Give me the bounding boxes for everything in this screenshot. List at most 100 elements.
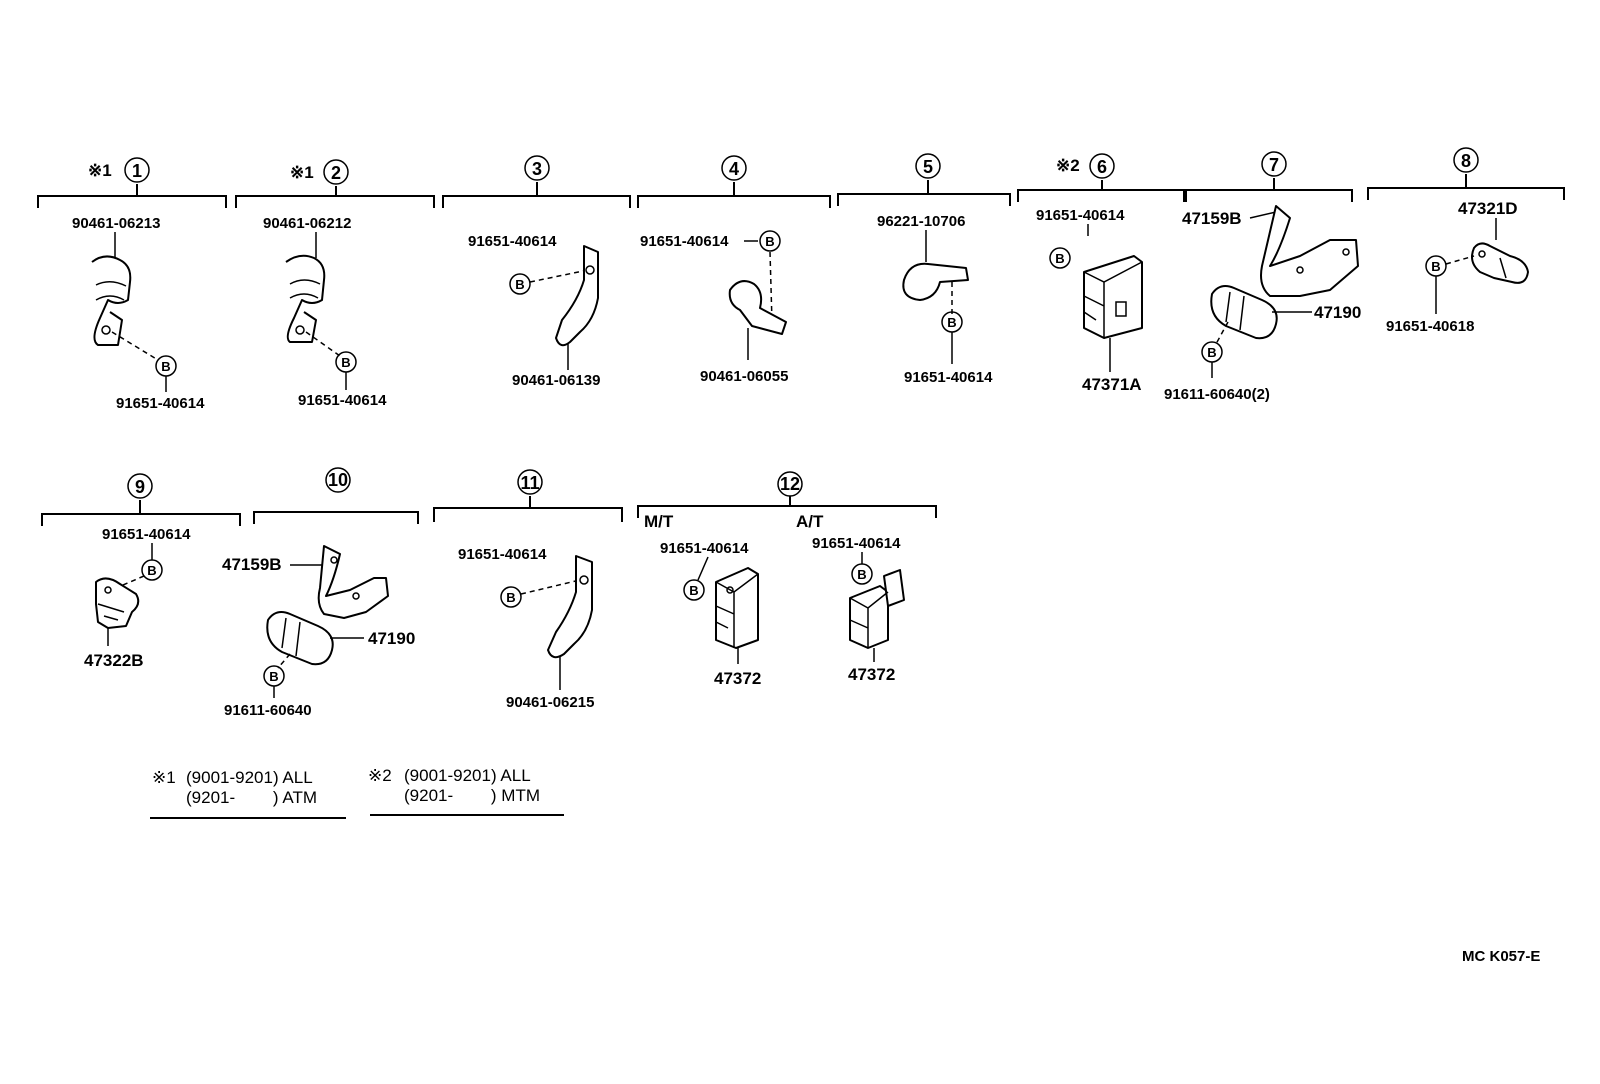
group-11-dash bbox=[520, 579, 581, 595]
group-7-part-c: 91611-60640(2) bbox=[1164, 386, 1270, 403]
bolt-hole-icon bbox=[104, 586, 112, 594]
group-10-number: 10 bbox=[328, 470, 348, 490]
group-8-bracket bbox=[1367, 174, 1565, 200]
group-9-part-a: 91651-40614 bbox=[102, 526, 191, 543]
group-2-part-a: 90461-06212 bbox=[263, 215, 351, 232]
group-1: ※1 1 90461-06213 B 91651-40614 bbox=[37, 157, 227, 412]
bracket-clamp-icon bbox=[547, 555, 593, 659]
bolt-mark: B bbox=[1431, 259, 1440, 274]
group-9-part-b: 47322B bbox=[84, 651, 144, 670]
group-3-number: 3 bbox=[532, 159, 542, 179]
group-4-number-circle bbox=[721, 155, 747, 181]
group-4-dash bbox=[769, 251, 773, 323]
proportioning-valve-icon bbox=[1210, 285, 1278, 340]
group-9-bracket bbox=[41, 500, 241, 526]
bolt-mark-circle bbox=[851, 563, 873, 585]
note-2-line2: (9201- ) MTM bbox=[404, 786, 540, 805]
clip-detail bbox=[1499, 257, 1507, 279]
group-6-part-b: 47371A bbox=[1082, 375, 1142, 394]
group-2-dash bbox=[305, 331, 341, 357]
group-10-part-b: 47190 bbox=[368, 629, 415, 648]
group-6-number: 6 bbox=[1097, 157, 1107, 177]
bolt-mark: B bbox=[269, 669, 278, 684]
bolt-mark: B bbox=[1207, 345, 1216, 360]
connector-bracket-detail bbox=[97, 603, 125, 621]
valve-bracket-icon bbox=[1260, 205, 1359, 297]
group-7-number: 7 bbox=[1269, 155, 1279, 175]
group-8-part-b: 91651-40618 bbox=[1386, 318, 1474, 335]
connector-bracket-icon bbox=[849, 585, 889, 649]
connector-bracket-icon bbox=[1083, 255, 1143, 339]
group-12-part-d: 47372 bbox=[848, 665, 895, 684]
bolt-mark: B bbox=[857, 567, 866, 582]
bolt-hole-icon bbox=[352, 592, 360, 600]
group-9: 9 91651-40614 B 47322B bbox=[41, 473, 241, 670]
group-10-part-c: 91611-60640 bbox=[224, 702, 312, 719]
valve-detail bbox=[281, 617, 301, 657]
bolt-hole-icon bbox=[1342, 248, 1350, 256]
group-8-number-circle bbox=[1453, 147, 1479, 173]
group-5-number: 5 bbox=[923, 157, 933, 177]
group-1-number: 1 bbox=[132, 161, 142, 181]
group-7-leader-a bbox=[1249, 211, 1277, 219]
group-7-part-a: 47159B bbox=[1182, 209, 1242, 228]
group-2-part-b: 91651-40614 bbox=[298, 392, 387, 409]
group-1-part-a: 90461-06213 bbox=[72, 215, 160, 232]
group-11-number-circle bbox=[517, 469, 543, 495]
note-1-line1: (9001-9201) ALL bbox=[186, 768, 313, 787]
bolt-hole-icon bbox=[585, 265, 595, 275]
group-12-number: 12 bbox=[780, 474, 800, 494]
group-10-bracket bbox=[253, 511, 419, 524]
group-12-sub-at: A/T bbox=[796, 512, 824, 531]
group-12-sub-mt: M/T bbox=[644, 512, 674, 531]
proportioning-valve-icon bbox=[266, 611, 334, 666]
group-10: 10 47159B 47190 B 91611-60640 bbox=[222, 467, 419, 719]
group-12-part-c: 91651-40614 bbox=[812, 535, 901, 552]
group-9-number: 9 bbox=[135, 477, 145, 497]
group-7-part-b: 47190 bbox=[1314, 303, 1361, 322]
group-10-dash bbox=[277, 653, 291, 669]
group-3-dash bbox=[529, 269, 589, 283]
hose-clamp-detail bbox=[95, 281, 127, 301]
group-1-number-circle bbox=[124, 157, 150, 183]
group-12-leader-a bbox=[697, 556, 709, 581]
note-2-mark: ※2 bbox=[368, 766, 392, 785]
hose-clamp-icon bbox=[728, 280, 787, 335]
group-2-prefix: ※1 bbox=[290, 163, 314, 182]
bolt-hole-icon bbox=[330, 556, 338, 564]
group-11-number: 11 bbox=[520, 473, 539, 493]
valve-bracket-icon bbox=[317, 545, 389, 619]
diagram-code: MC K057-E bbox=[1462, 948, 1540, 965]
group-2-bracket bbox=[235, 186, 435, 208]
group-4-part-b: 90461-06055 bbox=[700, 368, 788, 385]
group-5: 5 96221-10706 B 91651-40614 bbox=[837, 153, 1011, 386]
group-11-bracket bbox=[433, 496, 623, 522]
bolt-mark-circle bbox=[509, 273, 531, 295]
group-6: ※2 6 91651-40614 B 47371A bbox=[1017, 153, 1185, 394]
group-6-bracket bbox=[1017, 180, 1185, 202]
group-7-dash bbox=[1215, 321, 1229, 345]
bolt-hole-icon bbox=[1478, 250, 1486, 258]
group-8-part-a: 47321D bbox=[1458, 199, 1518, 218]
connector-tab-icon bbox=[883, 569, 905, 607]
connector-bracket-detail bbox=[715, 573, 759, 648]
bolt-mark: B bbox=[689, 583, 698, 598]
group-2-number-circle bbox=[323, 159, 349, 185]
group-3-number-circle bbox=[524, 155, 550, 181]
group-1-part-b: 91651-40614 bbox=[116, 395, 205, 412]
group-6-number-circle bbox=[1089, 153, 1115, 179]
group-4-number: 4 bbox=[729, 159, 739, 179]
group-12-part-a: 91651-40614 bbox=[660, 540, 749, 557]
group-9-number-circle bbox=[127, 473, 153, 499]
bolt-mark: B bbox=[1055, 251, 1064, 266]
hose-clamp-detail bbox=[289, 279, 321, 299]
group-5-number-circle bbox=[915, 153, 941, 179]
group-12: 12 M/T A/T 91651-40614 B 47372 91651-406… bbox=[637, 471, 937, 688]
connector-bracket-icon bbox=[95, 577, 140, 629]
note-1-mark: ※1 bbox=[152, 768, 176, 787]
bolt-mark: B bbox=[161, 359, 170, 374]
bolt-mark-circle bbox=[1049, 247, 1071, 269]
group-8: 8 47321D B 91651-40618 bbox=[1367, 147, 1565, 335]
bolt-mark-circle bbox=[500, 586, 522, 608]
